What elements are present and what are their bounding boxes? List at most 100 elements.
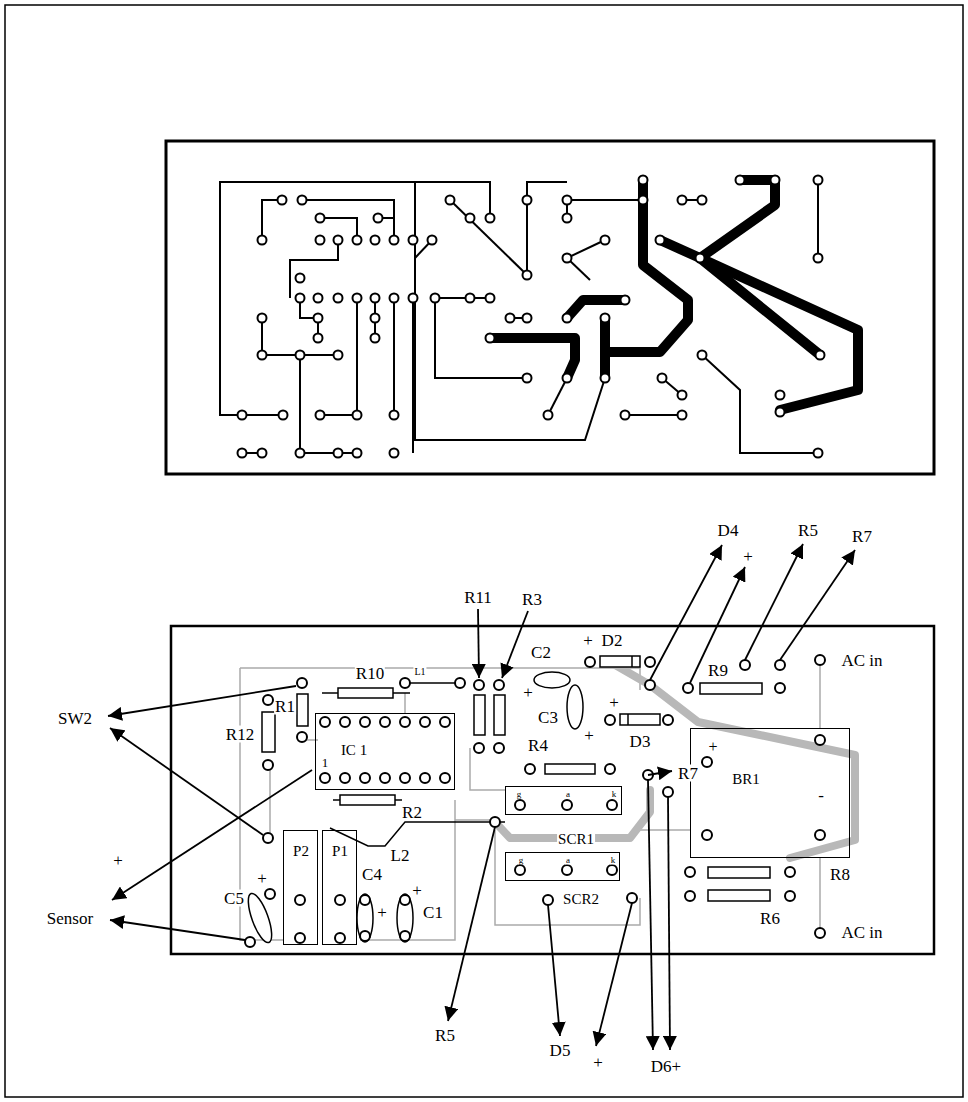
- part-label: BR1: [731, 772, 761, 787]
- solder-pad: [340, 717, 350, 727]
- copper-trace: [410, 182, 490, 218]
- solder-pad: [656, 236, 665, 245]
- resistor-symbol: [708, 890, 770, 901]
- solder-pad: [298, 196, 307, 205]
- power-trace: [700, 258, 820, 355]
- polarity-mark: +: [582, 632, 594, 649]
- solder-pad: [740, 660, 750, 670]
- leader-arrow: [448, 827, 495, 1021]
- solder-pad: [374, 214, 383, 223]
- solder-pad: [627, 893, 637, 903]
- solder-pad: [685, 867, 695, 877]
- solder-pad: [400, 678, 410, 688]
- polarity-mark: +: [592, 1054, 604, 1071]
- solder-pad: [320, 773, 330, 783]
- solder-pad: [440, 717, 450, 727]
- diode-symbol: [600, 656, 640, 667]
- solder-pad: [562, 865, 572, 875]
- solder-pad: [258, 314, 267, 323]
- copper-trace: [242, 414, 283, 416]
- solder-pad: [446, 196, 455, 205]
- resistor-symbol: [545, 764, 595, 774]
- board-outline: [166, 141, 934, 474]
- solder-pad: [297, 678, 307, 688]
- copper-trace-shadow: [240, 668, 640, 690]
- solder-pad: [698, 351, 707, 360]
- solder-pad: [278, 196, 287, 205]
- solder-pad: [428, 236, 437, 245]
- part-label: R6: [759, 910, 781, 927]
- wire: [395, 799, 402, 801]
- power-trace-shadow: [650, 685, 855, 858]
- solder-pad: [400, 717, 410, 727]
- copper-trace: [567, 200, 643, 218]
- solder-pad: [316, 411, 325, 420]
- terminal-letter: k: [610, 856, 617, 865]
- part-label: D2: [601, 632, 624, 649]
- solder-pad: [563, 196, 572, 205]
- solder-pad: [316, 236, 325, 245]
- solder-pad: [515, 865, 525, 875]
- solder-pad: [296, 294, 305, 303]
- solder-pad: [245, 655, 825, 947]
- solder-pad: [353, 236, 362, 245]
- solder-pad: [486, 214, 495, 223]
- board-outline: [166, 141, 934, 474]
- terminal-letter: k: [611, 790, 618, 799]
- board-outline: [171, 626, 934, 954]
- solder-pad: [605, 715, 615, 725]
- leader-arrow: [780, 550, 855, 660]
- copper-trace-shadow: [495, 830, 640, 925]
- resistor-symbol: [474, 695, 485, 735]
- solder-pad: [814, 254, 823, 263]
- polarity-mark: +: [256, 870, 268, 887]
- solder-pad: [420, 717, 430, 727]
- solder-pad: [683, 683, 693, 693]
- part-label: R5: [434, 1027, 456, 1044]
- solder-pad: [400, 931, 410, 941]
- part-label: D4: [717, 522, 740, 539]
- terminal-letter: g: [518, 856, 525, 865]
- solder-pad: [340, 773, 350, 783]
- part-label: R12: [225, 726, 255, 743]
- part-label: R1: [274, 698, 296, 715]
- diode-symbol: [631, 656, 633, 667]
- polarity-mark: +: [583, 727, 595, 744]
- solder-pad: [785, 891, 795, 901]
- part-label: D5: [549, 1042, 572, 1059]
- terminal-letter: a: [565, 856, 571, 865]
- solder-pad: [360, 931, 370, 941]
- part-label: R7: [851, 528, 873, 545]
- solder-pad: [263, 695, 273, 705]
- solder-pad: [678, 391, 687, 400]
- leader-arrow: [112, 770, 312, 900]
- solder-pad: [466, 214, 475, 223]
- solder-pad: [544, 411, 553, 420]
- solder-pad: [523, 196, 532, 205]
- solder-pad: [621, 411, 630, 420]
- power-trace-shadow: [495, 662, 855, 858]
- resistor-symbol: [340, 795, 395, 805]
- wire: [322, 692, 338, 694]
- diode-symbol: [627, 714, 629, 725]
- solder-pad: [601, 374, 610, 383]
- part-label: +: [707, 739, 718, 755]
- solder-pad: [543, 895, 553, 905]
- leader-arrow: [668, 797, 670, 1050]
- part-label: R7: [677, 765, 699, 782]
- solder-pad: [601, 236, 610, 245]
- solder-pad: [353, 449, 362, 458]
- trimmer-pot: P2: [283, 830, 318, 945]
- solder-pad: [474, 680, 484, 690]
- part-label: AC in: [840, 924, 883, 941]
- leader-arrow: [108, 686, 296, 716]
- solder-pad: [816, 351, 825, 360]
- solder-pad: [563, 314, 572, 323]
- part-label: R2: [401, 804, 423, 821]
- copper-trace-shadow: [819, 665, 821, 728]
- leader-arrow: [110, 920, 245, 940]
- solder-pad: [390, 449, 399, 458]
- solder-pad: [258, 236, 267, 245]
